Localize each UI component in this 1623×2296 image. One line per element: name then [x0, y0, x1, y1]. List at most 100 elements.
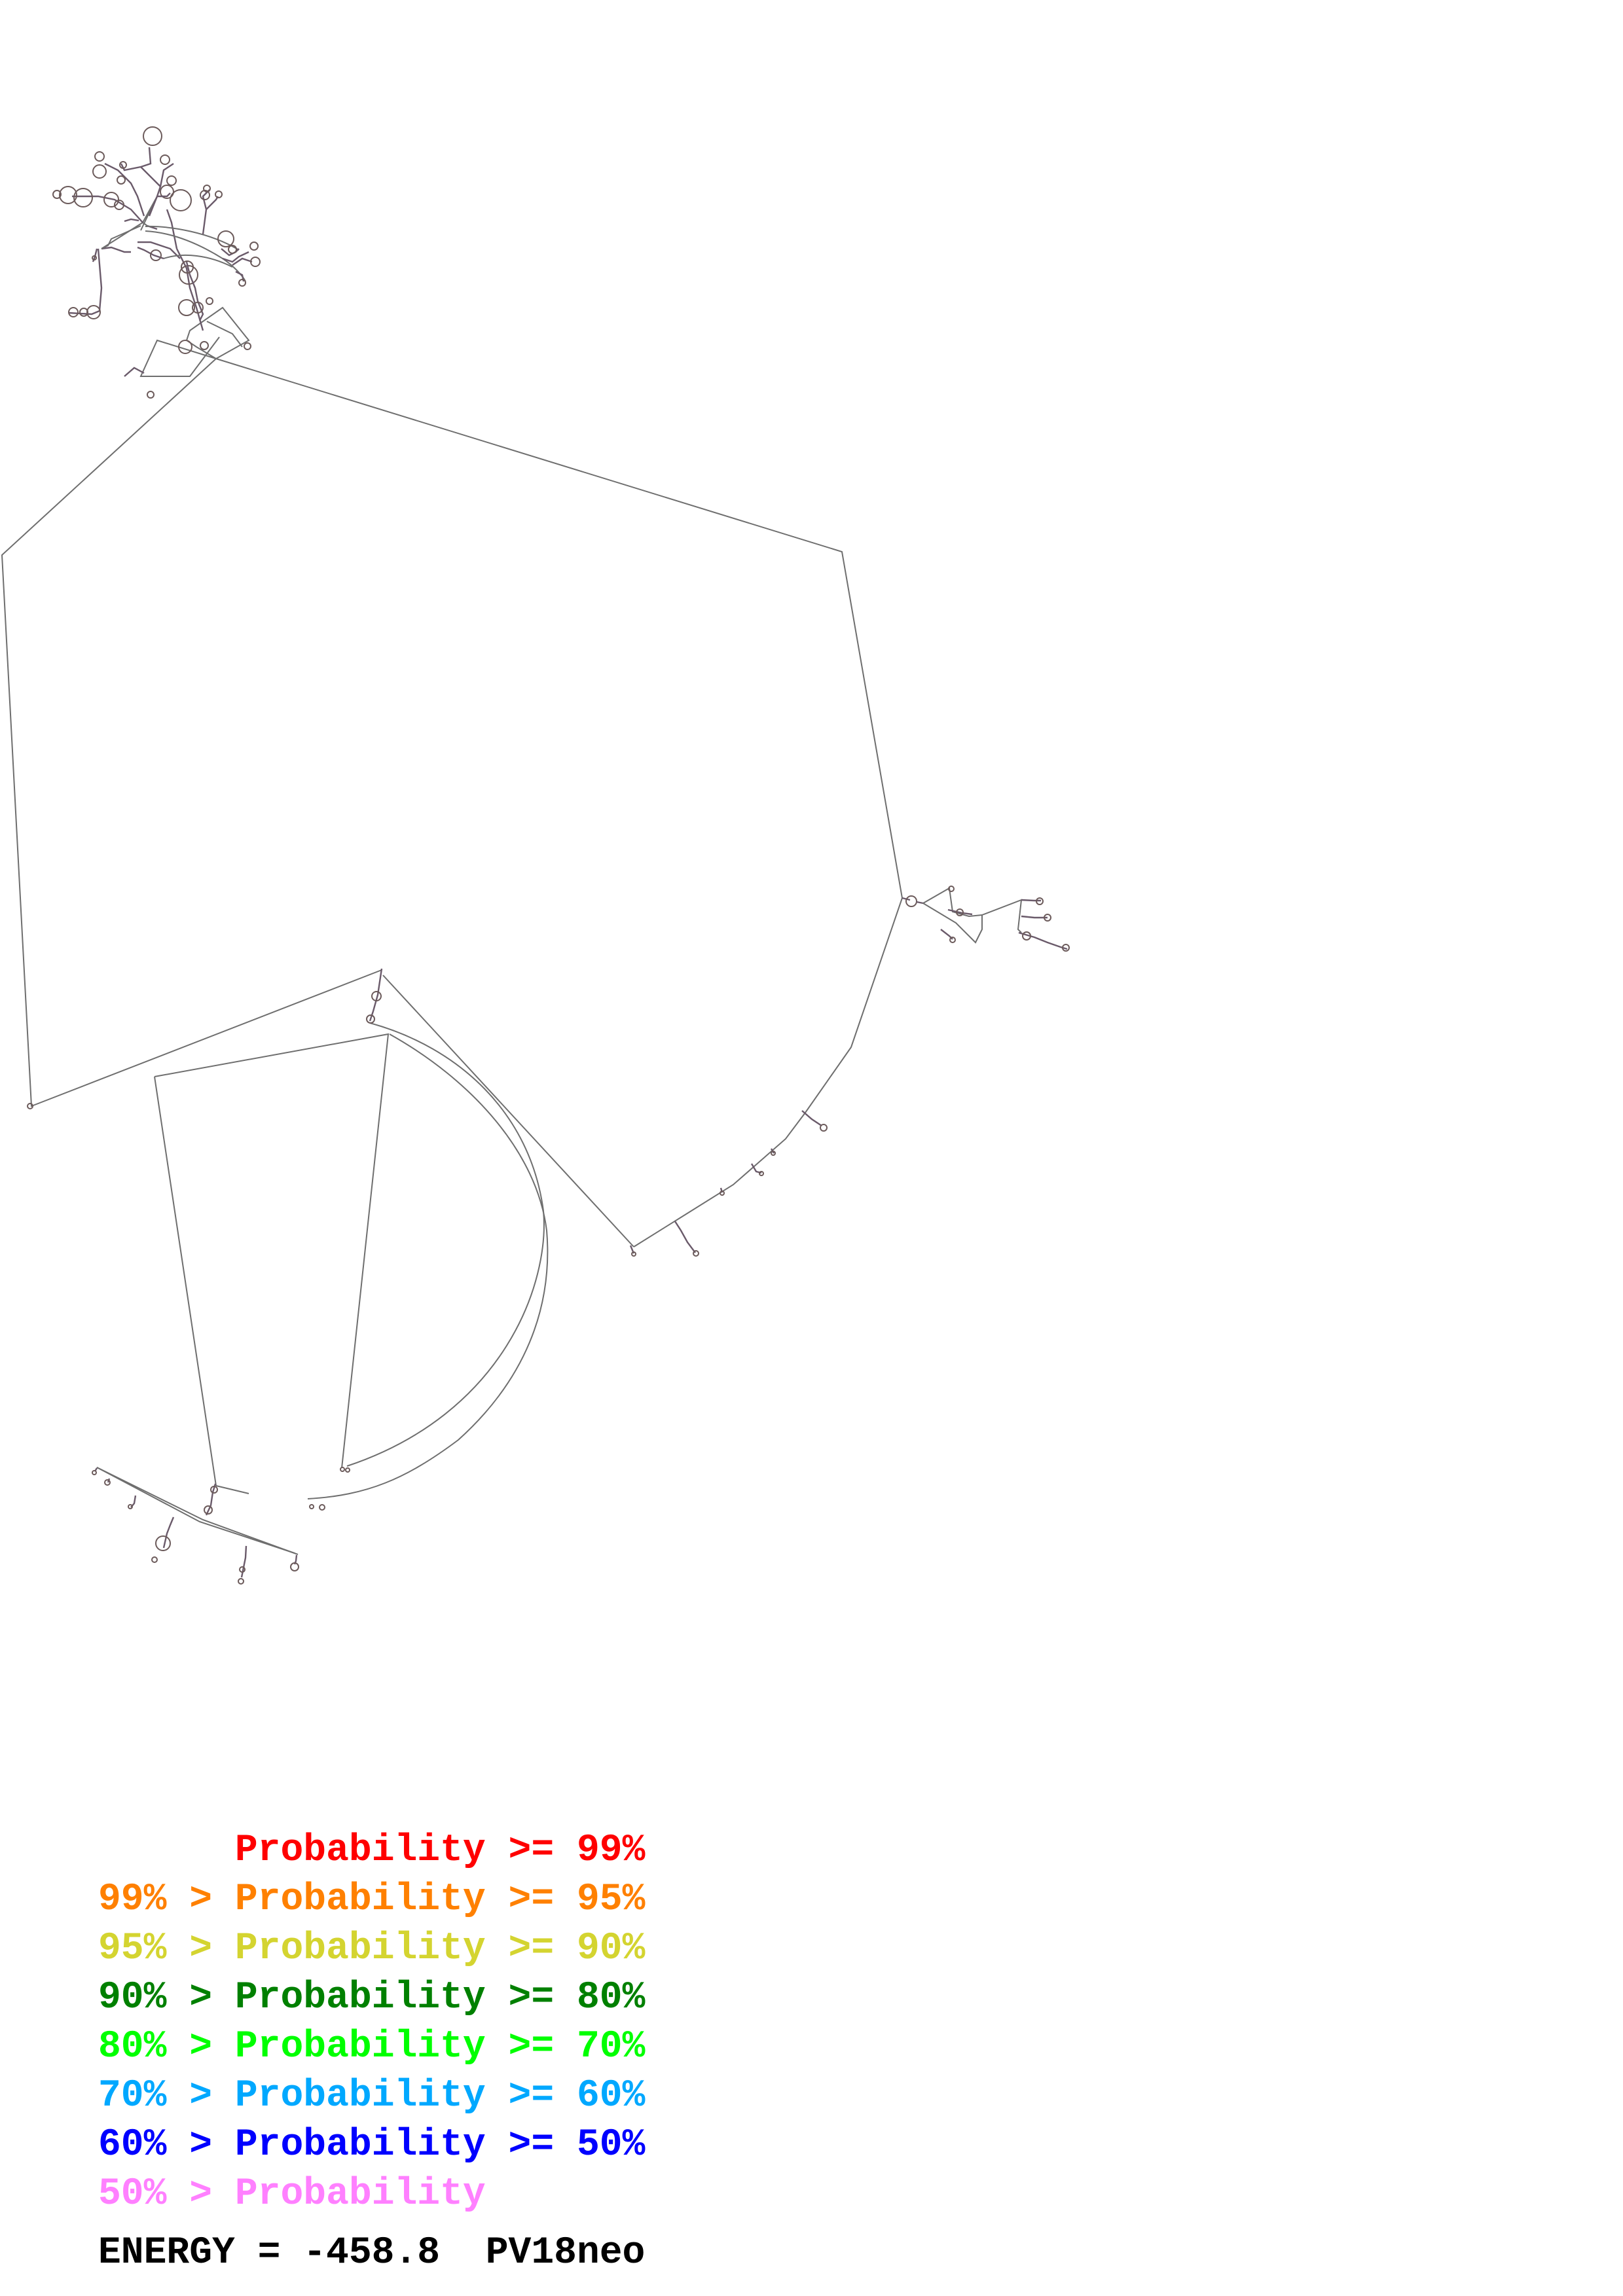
stem [205, 1483, 217, 1516]
domain-5prime-cluster [52, 126, 261, 399]
internal-loop [155, 1535, 171, 1551]
junction-loop [185, 306, 250, 359]
legend-row: 50% > Probability [98, 2170, 645, 2219]
stem [1021, 899, 1041, 902]
legend-label: Probability [234, 2075, 509, 2117]
multiloop [101, 225, 141, 249]
legend-lower-bound: 60% [98, 2124, 190, 2166]
multiloop [922, 887, 983, 944]
legend-upper-bound: 99% [576, 1829, 646, 1872]
hairpin-loop [104, 1479, 111, 1486]
hairpin-loop [1044, 914, 1051, 922]
legend-upper-bound: 90% [576, 1928, 646, 1970]
legend-upper-bound: 80% [576, 1977, 646, 2019]
domain-3prime-cluster [27, 1103, 350, 1585]
internal-loop [956, 908, 964, 916]
stem [369, 968, 383, 1022]
hairpin-loop [151, 1556, 158, 1563]
legend-row: 95% > Probability >= 90% [98, 1924, 645, 1973]
domain-center-stem [366, 968, 383, 1024]
stem [101, 246, 131, 253]
stem [222, 251, 249, 263]
hairpin-loop [759, 1171, 764, 1176]
stem [124, 367, 145, 377]
internal-loop [92, 164, 107, 179]
backbone-segment [1, 358, 382, 1107]
hairpin-loop [160, 185, 174, 199]
internal-loop [170, 189, 192, 211]
internal-loop [371, 991, 382, 1001]
legend-operator: >= [508, 1829, 577, 1872]
stem [72, 195, 143, 223]
hairpin-loop [238, 279, 246, 287]
hairpin-loop [147, 391, 155, 399]
domain-arc-hairpins [629, 1110, 828, 1257]
domain-right-cluster [902, 886, 1070, 952]
stem [801, 1110, 822, 1126]
legend-operator: >= [508, 1878, 577, 1921]
internal-loop [178, 299, 195, 316]
stem [139, 147, 162, 217]
multiloop-arc [145, 225, 240, 251]
legend-label: Probability [234, 2026, 509, 2068]
hairpin-loop [290, 1562, 299, 1571]
stem [175, 248, 204, 331]
legend-operator: > [189, 1928, 235, 1970]
hairpin-loop [244, 342, 251, 350]
hairpin-loop [160, 154, 170, 165]
legend-row: 80% > Probability >= 70% [98, 2022, 645, 2072]
legend-label: Probability [234, 1878, 509, 1921]
hairpin-loop [166, 175, 177, 186]
legend-upper-bound: 70% [576, 2026, 646, 2068]
stem [232, 257, 253, 266]
legend-lower-bound: 70% [98, 2075, 190, 2117]
hairpin-loop [27, 1103, 33, 1109]
legend-row: Probability >= 99% [98, 1826, 646, 1875]
hairpin-loop [119, 161, 127, 169]
stem [1018, 931, 1068, 950]
legend-operator: > [189, 2075, 235, 2117]
hairpin-loop [345, 1467, 350, 1473]
internal-loop [79, 308, 88, 317]
legend-operator [509, 2173, 577, 2215]
legend-upper-bound: 60% [576, 2075, 646, 2117]
hairpin-loop [771, 1151, 776, 1156]
hairpin-loop [693, 1250, 699, 1257]
legend-operator: >= [508, 1928, 577, 1970]
legend-operator [189, 1829, 235, 1872]
legend-upper-bound: 50% [576, 2124, 646, 2166]
hairpin-loop [203, 185, 211, 192]
stem [124, 218, 139, 223]
stem [137, 241, 181, 259]
junction-loop [206, 321, 243, 348]
legend-operator: > [189, 2124, 235, 2166]
hairpin-loop [92, 255, 97, 260]
legend-row: 70% > Probability >= 60% [98, 2072, 645, 2121]
legend-lower-bound: 90% [98, 1977, 190, 2019]
internal-loop [103, 192, 119, 207]
stem [159, 163, 174, 187]
internal-loop [181, 260, 194, 274]
internal-loop [1022, 931, 1031, 941]
internal-loop [73, 188, 93, 207]
internal-loop [905, 895, 917, 907]
internal-loop [179, 265, 198, 285]
stem [1021, 915, 1048, 919]
hairpin-loop [117, 175, 126, 185]
legend-label: Probability [234, 1829, 509, 1872]
legend-lower-bound [98, 1829, 189, 1872]
legend-row: 60% > Probability >= 50% [98, 2121, 645, 2170]
internal-loop [178, 340, 192, 354]
stem [162, 1516, 175, 1549]
hairpin-loop [820, 1124, 828, 1132]
backbone-segment [633, 897, 903, 1247]
backbone-segment [96, 1467, 295, 1554]
legend-row: 99% > Probability >= 95% [98, 1875, 645, 1924]
legend-operator: > [189, 1878, 235, 1921]
legend-upper-bound: 95% [576, 1878, 646, 1921]
backbone [1, 358, 903, 1555]
rna-structure-diagram [1, 126, 1070, 1585]
backbone-segment [215, 358, 903, 899]
legend-operator: > [189, 2026, 235, 2068]
hairpin-loop [52, 190, 62, 199]
